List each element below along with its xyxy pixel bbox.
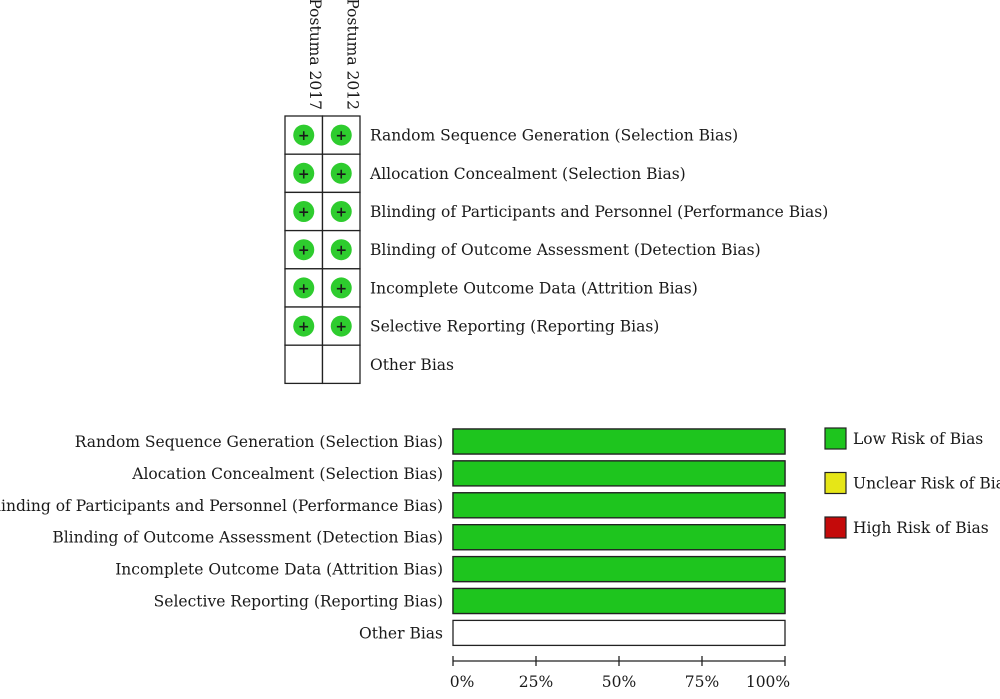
low-risk-symbol: + xyxy=(335,205,347,221)
judgement-cell xyxy=(321,344,361,385)
low-risk-symbol: + xyxy=(298,128,310,144)
low-risk-icon xyxy=(293,162,315,184)
legend-label: High Risk of Bias xyxy=(853,519,989,537)
bar-segment xyxy=(452,460,786,487)
low-risk-icon xyxy=(293,124,315,146)
low-risk-symbol: + xyxy=(298,243,310,259)
domain-label: Random Sequence Generation (Selection Bi… xyxy=(370,127,738,145)
domain-label: Blinding of Participants and Personnel (… xyxy=(370,203,828,221)
risk-of-bias-summary-table: Postuma 2017 Postuma 2012 + + Random Sequenc… xyxy=(284,0,828,385)
domain-label: Other Bias xyxy=(370,356,454,374)
judgement-cell xyxy=(284,344,324,385)
low-risk-icon xyxy=(293,239,315,261)
category-label: Selective Reporting (Reporting Bias) xyxy=(154,593,443,611)
x-tick-label: 0% xyxy=(450,673,475,691)
low-risk-symbol: + xyxy=(335,166,347,182)
category-label: Other Bias xyxy=(359,624,443,642)
category-label: Random Sequence Generation (Selection Bi… xyxy=(75,433,443,451)
low-risk-icon xyxy=(330,201,352,222)
legend-swatch xyxy=(824,427,847,450)
study-header: Postuma 2017 xyxy=(306,0,324,110)
low-risk-icon xyxy=(330,239,352,261)
low-risk-icon xyxy=(293,277,315,299)
risk-of-bias-graph: Random Sequence Generation (Selection Bi… xyxy=(0,428,790,691)
legend-swatch xyxy=(824,471,847,495)
low-risk-symbol: + xyxy=(335,243,347,259)
domain-label: Incomplete Outcome Data (Attrition Bias) xyxy=(370,279,698,297)
bar-segment xyxy=(452,492,786,519)
bar-frame xyxy=(452,619,786,647)
x-tick-label: 75% xyxy=(685,673,719,691)
category-label: Incomplete Outcome Data (Attrition Bias) xyxy=(115,561,443,579)
low-risk-symbol: + xyxy=(298,319,310,335)
low-risk-symbol: + xyxy=(335,319,347,335)
low-risk-icon xyxy=(330,162,352,184)
low-risk-symbol: + xyxy=(298,281,310,297)
low-risk-icon xyxy=(330,315,352,337)
x-tick-label: 25% xyxy=(519,673,553,691)
domain-label: Allocation Concealment (Selection Bias) xyxy=(369,165,686,183)
bar-segment xyxy=(452,587,786,615)
low-risk-symbol: + xyxy=(335,128,347,144)
low-risk-icon xyxy=(330,277,352,299)
legend-label: Unclear Risk of Bias xyxy=(853,475,1000,493)
low-risk-symbol: + xyxy=(335,281,347,297)
domain-label: Blinding of Outcome Assessment (Detectio… xyxy=(370,241,761,259)
bar-segment xyxy=(452,428,786,455)
legend-label: Low Risk of Bias xyxy=(853,430,983,448)
low-risk-symbol: + xyxy=(298,166,310,182)
low-risk-icon xyxy=(293,201,315,222)
low-risk-icon xyxy=(293,315,315,337)
x-tick-label: 50% xyxy=(602,673,636,691)
category-label: Blinding of Participants and Personnel (… xyxy=(0,497,443,515)
bar-segment xyxy=(452,524,786,551)
legend-swatch xyxy=(824,516,847,539)
low-risk-symbol: + xyxy=(298,205,310,221)
low-risk-icon xyxy=(330,124,352,146)
category-label: Alocation Concealment (Selection Bias) xyxy=(131,465,443,483)
bar-segment xyxy=(452,555,786,583)
study-header: Postuma 2012 xyxy=(343,0,361,110)
category-label: Blinding of Outcome Assessment (Detectio… xyxy=(52,529,443,547)
x-tick-label: 100% xyxy=(746,673,790,691)
domain-label: Selective Reporting (Reporting Bias) xyxy=(370,318,659,336)
